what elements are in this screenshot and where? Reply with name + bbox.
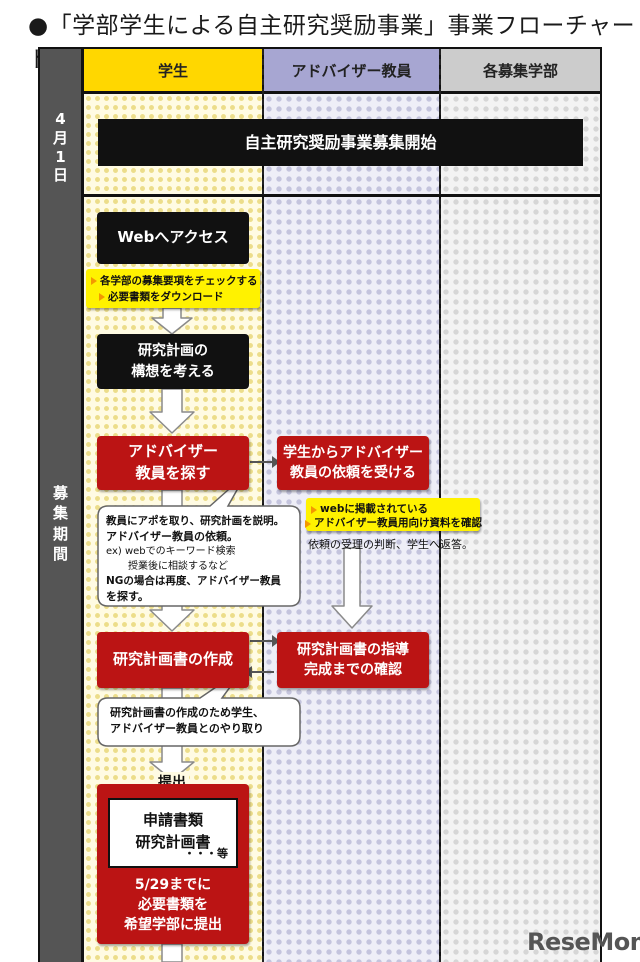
bubble2-line-2: アドバイザー教員とのやり取り xyxy=(110,721,264,735)
lane-header-advisor-label: アドバイザー教員 xyxy=(291,61,412,80)
step-plan-idea-line-2: 構想を考える xyxy=(131,363,215,380)
step-find-advisor-line-1: アドバイザー xyxy=(127,442,218,461)
step-web-access: Webへアクセス xyxy=(97,212,249,264)
start-banner: 自主研究奨励事業募集開始 xyxy=(98,119,583,166)
note-check-requirements: 各学部の募集要項をチェックする 必要書類をダウンロード xyxy=(86,269,260,308)
right-arrowhead-plan xyxy=(272,635,280,647)
resemom-logo: ReseMom xyxy=(527,928,640,956)
deadline-line-1: 5/29までに xyxy=(134,877,212,893)
lane-header-advisor: アドバイザー教員 xyxy=(264,49,439,91)
speech-bubble-1-text: 教員にアポを取り、研究計画を説明。 アドバイザー教員の依頼。 ex) webでの… xyxy=(106,514,298,605)
step-plan-idea: 研究計画の 構想を考える xyxy=(97,334,249,389)
bubble1-line-5: NGの場合は再度、アドバイザー教員 xyxy=(106,575,281,588)
note-check-line-1: 各学部の募集要項をチェックする xyxy=(91,273,258,289)
step-find-advisor: アドバイザー 教員を探す xyxy=(97,436,249,490)
phase-column xyxy=(40,49,81,962)
step-plan-document: 研究計画書の作成 xyxy=(97,632,249,688)
bubble1-line-1: 教員にアポを取り、研究計画を説明。 xyxy=(106,515,285,527)
speech-bubble-2 xyxy=(97,667,301,747)
step-guidance-line-2: 完成までの確認 xyxy=(304,662,402,678)
lane-header-faculty-label: 各募集学部 xyxy=(482,61,558,80)
speech-bubble-2-text: 研究計画書の作成のため学生、 アドバイザー教員とのやり取り xyxy=(110,705,298,737)
bubble1-line-2: アドバイザー教員の依頼。 xyxy=(106,530,238,544)
bubble2-line-1: 研究計画書の作成のため学生、 xyxy=(110,706,264,719)
step-find-advisor-line-2: 教員を探す xyxy=(135,464,211,482)
step-plan-idea-line-1: 研究計画の xyxy=(138,343,208,360)
deadline-line-2: 必要書類を xyxy=(138,896,208,913)
bubble1-line-4: 授業後に相談するなど xyxy=(128,560,228,572)
lane-faculty-row2 xyxy=(441,197,600,962)
docs-line-2: 研究計画書 xyxy=(135,832,211,851)
step-web-access-text: Webへアクセス xyxy=(117,228,229,247)
step-plan-document-text: 研究計画書の作成 xyxy=(112,650,233,669)
bubble1-line-3: ex) webでのキーワード検索 xyxy=(106,546,236,558)
step-advisor-request: 学生からアドバイザー 教員の依頼を受ける xyxy=(277,436,429,490)
down-arrow-advisor xyxy=(331,547,373,629)
note-advisor-line-1: webに掲載されている xyxy=(311,502,474,516)
bubble1-line-6: を探す。 xyxy=(106,590,149,604)
phase-start-date: 4 月 1 日 xyxy=(52,110,68,185)
start-banner-text: 自主研究奨励事業募集開始 xyxy=(244,132,437,152)
docs-etc: ・・・等 xyxy=(184,847,228,861)
lane-header-faculty: 各募集学部 xyxy=(441,49,600,91)
step-advisor-request-line-1: 学生からアドバイザー xyxy=(283,444,423,461)
down-arrow-1 xyxy=(151,307,193,335)
phase-period: 募 集 期 間 xyxy=(52,484,68,563)
lane-header-student-label: 学生 xyxy=(157,61,188,80)
step-guidance-line-1: 研究計画書の指導 xyxy=(297,641,409,658)
note-advisor-materials: webに掲載されている アドバイザー教員用向け資料を確認 xyxy=(305,498,482,531)
down-arrow-5 xyxy=(161,943,183,962)
speech-bubble-1 xyxy=(97,473,301,607)
down-arrow-2 xyxy=(149,388,195,434)
note-check-line-2: 必要書類をダウンロード xyxy=(99,289,254,305)
advisor-reply-text: 依頼の受理の判断、学生へ返答。 xyxy=(308,538,473,551)
docs-line-1: 申請書類 xyxy=(142,811,203,829)
note-advisor-line-2: アドバイザー教員用向け資料を確認 xyxy=(305,517,482,530)
step-guidance: 研究計画書の指導 完成までの確認 xyxy=(277,632,429,688)
required-documents-box: 申請書類 研究計画書 ・・・等 xyxy=(108,798,238,868)
step-advisor-request-line-2: 教員の依頼を受ける xyxy=(290,465,416,481)
lane-header-student: 学生 xyxy=(84,49,262,91)
deadline-text: 5/29までに 必要書類を 希望学部に提出 xyxy=(97,876,249,936)
deadline-line-3: 希望学部に提出 xyxy=(124,916,222,933)
right-arrowhead-request xyxy=(272,456,280,468)
